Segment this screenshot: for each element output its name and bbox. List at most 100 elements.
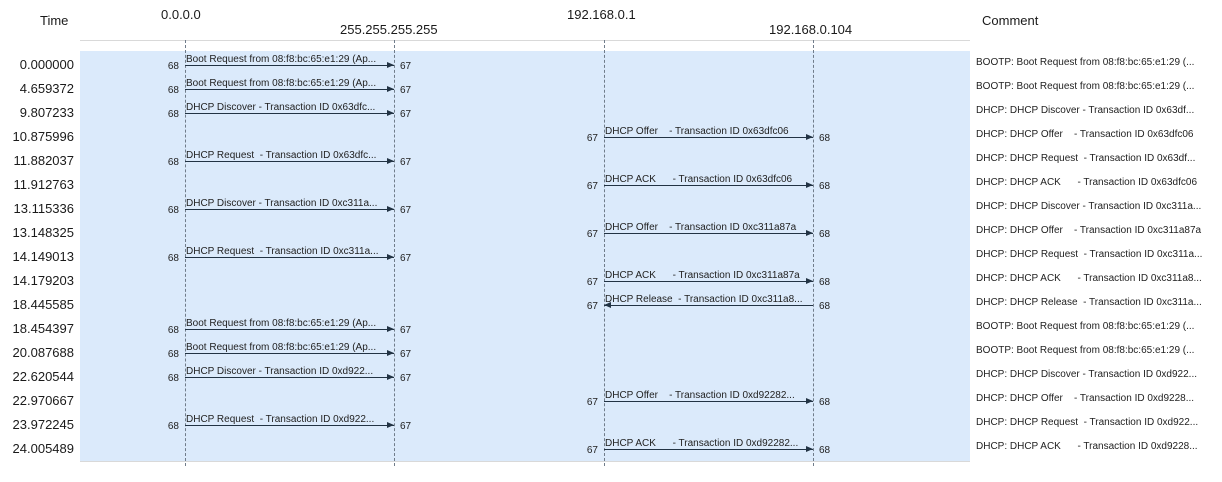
- arrowhead-left-icon: [604, 302, 611, 308]
- message-arrow[interactable]: [185, 257, 394, 258]
- message-arrow[interactable]: [604, 233, 813, 234]
- time-cell[interactable]: 20.087688: [12, 345, 74, 360]
- arrow-label[interactable]: Boot Request from 08:f8:bc:65:e1:29 (Ap.…: [186, 54, 377, 65]
- time-column-header: Time: [40, 13, 69, 28]
- message-arrow[interactable]: [604, 281, 813, 282]
- arrowhead-right-icon: [387, 254, 394, 260]
- comment-cell[interactable]: DHCP: DHCP Request - Transaction ID 0x63…: [976, 153, 1196, 164]
- destination-port: 68: [819, 229, 831, 240]
- arrow-label[interactable]: DHCP Offer - Transaction ID 0xc311a87a: [605, 222, 797, 233]
- time-cell[interactable]: 13.148325: [12, 225, 74, 240]
- message-arrow[interactable]: [185, 209, 394, 210]
- arrow-label[interactable]: DHCP ACK - Transaction ID 0xd92282...: [605, 438, 799, 449]
- source-port: 68: [167, 205, 179, 216]
- message-arrow[interactable]: [185, 113, 394, 114]
- arrowhead-right-icon: [387, 110, 394, 116]
- arrow-label[interactable]: Boot Request from 08:f8:bc:65:e1:29 (Ap.…: [186, 342, 377, 353]
- comment-cell[interactable]: DHCP: DHCP ACK - Transaction ID 0xc311a8…: [976, 273, 1202, 284]
- message-arrow[interactable]: [185, 89, 394, 90]
- arrowhead-right-icon: [387, 374, 394, 380]
- message-arrow[interactable]: [185, 161, 394, 162]
- header-divider: [80, 40, 970, 41]
- time-cell[interactable]: 14.149013: [12, 249, 74, 264]
- arrow-label[interactable]: DHCP ACK - Transaction ID 0xc311a87a: [605, 270, 800, 281]
- arrow-label[interactable]: DHCP ACK - Transaction ID 0x63dfc06: [605, 174, 793, 185]
- source-port: 68: [167, 157, 179, 168]
- source-port: 68: [167, 61, 179, 72]
- destination-port: 68: [819, 133, 831, 144]
- comment-cell[interactable]: BOOTP: Boot Request from 08:f8:bc:65:e1:…: [976, 321, 1195, 332]
- comment-cell[interactable]: DHCP: DHCP Offer - Transaction ID 0x63df…: [976, 129, 1194, 140]
- time-cell[interactable]: 22.620544: [12, 369, 74, 384]
- comment-cell[interactable]: BOOTP: Boot Request from 08:f8:bc:65:e1:…: [976, 345, 1195, 356]
- comment-cell[interactable]: DHCP: DHCP Discover - Transaction ID 0xd…: [976, 369, 1198, 380]
- arrow-label[interactable]: DHCP Discover - Transaction ID 0xd922...: [186, 366, 374, 377]
- arrow-label[interactable]: DHCP Request - Transaction ID 0x63dfc...: [186, 150, 377, 161]
- comment-cell[interactable]: DHCP: DHCP ACK - Transaction ID 0xd9228.…: [976, 441, 1198, 452]
- message-arrow[interactable]: [185, 425, 394, 426]
- lifeline-255-255-255-255: [394, 40, 395, 466]
- comment-cell[interactable]: DHCP: DHCP Request - Transaction ID 0xc3…: [976, 249, 1203, 260]
- source-port: 68: [167, 109, 179, 120]
- arrow-label[interactable]: DHCP Request - Transaction ID 0xd922...: [186, 414, 375, 425]
- message-arrow[interactable]: [604, 185, 813, 186]
- time-cell[interactable]: 0.000000: [19, 57, 74, 72]
- arrow-label[interactable]: DHCP Offer - Transaction ID 0xd92282...: [605, 390, 795, 401]
- arrowhead-right-icon: [806, 398, 813, 404]
- source-port: 68: [167, 349, 179, 360]
- arrow-label[interactable]: Boot Request from 08:f8:bc:65:e1:29 (Ap.…: [186, 318, 377, 329]
- time-cell[interactable]: 9.807233: [19, 105, 74, 120]
- time-cell[interactable]: 24.005489: [12, 441, 74, 456]
- comment-cell[interactable]: DHCP: DHCP Release - Transaction ID 0xc3…: [976, 297, 1202, 308]
- message-arrow[interactable]: [185, 377, 394, 378]
- lifeline-0-0-0-0: [185, 40, 186, 466]
- arrow-label[interactable]: DHCP Release - Transaction ID 0xc311a8..…: [605, 294, 803, 305]
- message-arrow[interactable]: [185, 65, 394, 66]
- comment-cell[interactable]: DHCP: DHCP Offer - Transaction ID 0xd922…: [976, 393, 1195, 404]
- message-arrow[interactable]: [604, 449, 813, 450]
- time-cell[interactable]: 13.115336: [13, 201, 75, 216]
- time-cell[interactable]: 10.875996: [12, 129, 74, 144]
- comment-cell[interactable]: DHCP: DHCP ACK - Transaction ID 0x63dfc0…: [976, 177, 1198, 188]
- arrow-label[interactable]: DHCP Discover - Transaction ID 0xc311a..…: [186, 198, 378, 209]
- comment-cell[interactable]: DHCP: DHCP Request - Transaction ID 0xd9…: [976, 417, 1199, 428]
- arrowhead-right-icon: [387, 158, 394, 164]
- host-header-192-168-0-1: 192.168.0.1: [567, 7, 636, 22]
- destination-port: 67: [400, 349, 412, 360]
- flow-graph-bottom-rule: [80, 461, 970, 462]
- time-cell[interactable]: 18.445585: [12, 297, 74, 312]
- message-arrow[interactable]: [185, 329, 394, 330]
- arrow-label[interactable]: DHCP Discover - Transaction ID 0x63dfc..…: [186, 102, 376, 113]
- flow-graph-area[interactable]: [80, 51, 970, 461]
- comment-cell[interactable]: BOOTP: Boot Request from 08:f8:bc:65:e1:…: [976, 57, 1195, 68]
- comment-cell[interactable]: BOOTP: Boot Request from 08:f8:bc:65:e1:…: [976, 81, 1195, 92]
- message-arrow[interactable]: [604, 305, 813, 306]
- host-header-255-255-255-255: 255.255.255.255: [340, 22, 438, 37]
- comment-cell[interactable]: DHCP: DHCP Discover - Transaction ID 0xc…: [976, 201, 1202, 212]
- time-cell[interactable]: 22.970667: [12, 393, 74, 408]
- time-cell[interactable]: 23.972245: [12, 417, 74, 432]
- source-port: 67: [586, 301, 598, 312]
- time-cell[interactable]: 18.454397: [12, 321, 74, 336]
- arrow-label[interactable]: DHCP Request - Transaction ID 0xc311a...: [186, 246, 379, 257]
- time-cell[interactable]: 11.912763: [13, 177, 75, 192]
- message-arrow[interactable]: [604, 401, 813, 402]
- arrowhead-right-icon: [387, 62, 394, 68]
- arrowhead-right-icon: [806, 446, 813, 452]
- time-cell[interactable]: 14.179203: [12, 273, 74, 288]
- message-arrow[interactable]: [604, 137, 813, 138]
- lifeline-192-168-0-1: [604, 40, 605, 466]
- arrow-label[interactable]: Boot Request from 08:f8:bc:65:e1:29 (Ap.…: [186, 78, 377, 89]
- message-arrow[interactable]: [185, 353, 394, 354]
- time-cell[interactable]: 4.659372: [19, 81, 74, 96]
- comment-cell[interactable]: DHCP: DHCP Offer - Transaction ID 0xc311…: [976, 225, 1202, 236]
- source-port: 68: [167, 325, 179, 336]
- destination-port: 67: [400, 61, 412, 72]
- time-cell[interactable]: 11.882037: [13, 153, 75, 168]
- source-port: 67: [586, 133, 598, 144]
- arrow-label[interactable]: DHCP Offer - Transaction ID 0x63dfc06: [605, 126, 789, 137]
- arrowhead-right-icon: [806, 182, 813, 188]
- arrowhead-right-icon: [806, 230, 813, 236]
- comment-cell[interactable]: DHCP: DHCP Discover - Transaction ID 0x6…: [976, 105, 1195, 116]
- destination-port: 68: [819, 445, 831, 456]
